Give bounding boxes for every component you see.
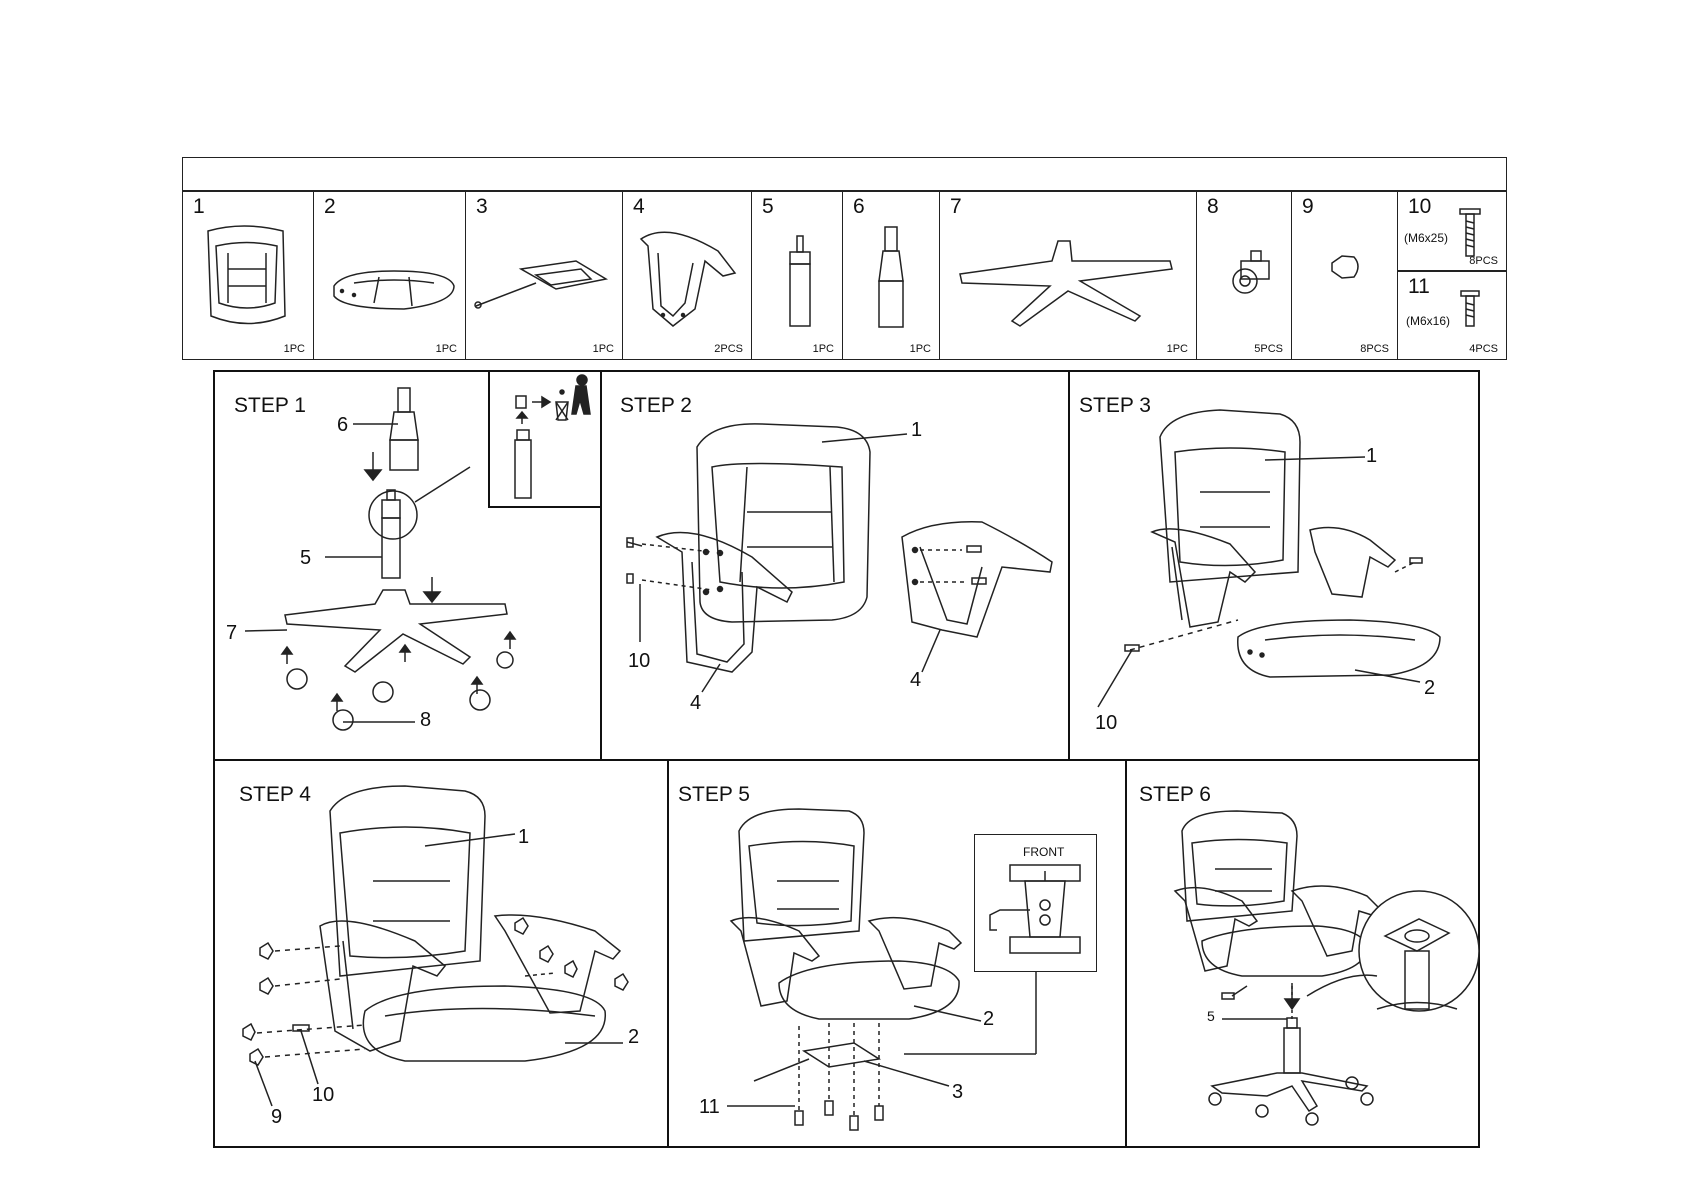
part-quantity: 8PCS (1360, 343, 1389, 355)
step-4-panel: STEP 4 1 2 10 9 (213, 759, 669, 1148)
step-6-diagram (1173, 810, 1480, 1126)
gas-lift-illustration (878, 226, 904, 328)
step-title: STEP 3 (1079, 394, 1151, 417)
part-number: 2 (324, 195, 336, 218)
part-cell-7: 7 1PC (939, 190, 1197, 360)
callout-1: 1 (518, 826, 530, 848)
backrest-illustration (207, 225, 286, 325)
step-6-panel: STEP 6 5 (1125, 759, 1480, 1148)
step-1-diagram (244, 387, 517, 731)
callout-5: 5 (300, 547, 312, 569)
callout-2: 2 (628, 1026, 640, 1048)
callout-1: 1 (911, 419, 923, 441)
part-cell-9: 9 8PCS (1291, 190, 1398, 360)
callout-4-right: 4 (910, 669, 922, 691)
step-title: STEP 2 (620, 394, 692, 417)
step-title: STEP 1 (234, 394, 306, 417)
cap-illustration (1331, 255, 1359, 279)
part-quantity: 1PC (435, 343, 457, 355)
armrest-illustration (639, 231, 737, 327)
mechanism-top-view-icon (989, 864, 1081, 954)
step-3-diagram (1097, 409, 1441, 708)
part-quantity: 1PC (592, 343, 614, 355)
gas-lift-cover-illustration (789, 235, 811, 327)
part-quantity: 1PC (1166, 343, 1188, 355)
callout-10: 10 (312, 1084, 335, 1106)
part-quantity: 5PCS (1254, 343, 1283, 355)
part-cell-2: 2 1PC (313, 190, 466, 360)
callout-2: 2 (1424, 677, 1436, 699)
callout-10: 10 (628, 650, 651, 672)
bolt-m6x25-icon (1459, 208, 1481, 257)
part-number: 9 (1302, 195, 1314, 218)
part-quantity: 1PC (909, 343, 931, 355)
step-title: STEP 5 (678, 783, 750, 806)
callout-3: 3 (952, 1081, 964, 1103)
parts-table-header (182, 157, 1507, 192)
callout-6: 6 (337, 414, 349, 436)
callout-8: 8 (420, 709, 432, 731)
step-title: STEP 4 (239, 783, 311, 806)
front-label: FRONT (1023, 845, 1065, 859)
part-cell-5: 5 1PC (751, 190, 843, 360)
part-quantity: 1PC (283, 343, 305, 355)
part-quantity: 8PCS (1469, 255, 1498, 267)
callout-5: 5 (1207, 1008, 1215, 1024)
callout-10: 10 (1095, 712, 1118, 734)
seat-illustration (333, 270, 455, 310)
part-number: 8 (1207, 195, 1219, 218)
step-5-panel: STEP 5 2 3 11 FRONT (667, 759, 1127, 1148)
part-number: 1 (193, 195, 205, 218)
step-5-diagram (727, 808, 1037, 1131)
step-2-diagram (626, 423, 1053, 693)
part-number: 6 (853, 195, 865, 218)
step-4-diagram (242, 785, 629, 1107)
part-cell-1: 1 1PC (182, 190, 314, 360)
part-cell-10: 10 (M6x25) 8PCS (1397, 190, 1507, 272)
part-quantity: 4PCS (1469, 343, 1498, 355)
step-title: STEP 6 (1139, 783, 1211, 806)
step-3-panel: STEP 3 1 2 10 (1068, 370, 1480, 761)
part-number: 10 (1408, 195, 1432, 218)
part-cell-3: 3 1PC (465, 190, 623, 360)
part-quantity: 1PC (812, 343, 834, 355)
tilt-mechanism-illustration (474, 260, 609, 309)
discard-cover-inset (514, 374, 591, 499)
part-number: 4 (633, 195, 645, 218)
front-orientation-inset: FRONT (974, 834, 1097, 972)
callout-4-left: 4 (690, 692, 702, 714)
callout-2: 2 (983, 1008, 995, 1030)
part-number: 7 (950, 195, 962, 218)
part-cell-6: 6 1PC (842, 190, 940, 360)
part-cell-8: 8 5PCS (1196, 190, 1292, 360)
five-star-base-illustration (959, 240, 1173, 327)
part-spec: (M6x16) (1406, 314, 1451, 328)
step-1-inset (488, 370, 602, 508)
callout-11: 11 (699, 1096, 720, 1118)
part-number: 11 (1408, 275, 1430, 298)
part-cell-4: 4 2PCS (622, 190, 752, 360)
step-2-panel: STEP 2 1 10 4 4 (600, 370, 1070, 761)
part-spec: (M6x25) (1404, 231, 1449, 245)
part-number: 3 (476, 195, 488, 218)
part-quantity: 2PCS (714, 343, 743, 355)
bolt-m6x16-icon (1460, 290, 1480, 327)
part-cell-11: 11 (M6x16) 4PCS (1397, 270, 1507, 360)
callout-9: 9 (271, 1106, 283, 1128)
part-number: 5 (762, 195, 774, 218)
callout-1: 1 (1366, 445, 1378, 467)
callout-7: 7 (226, 622, 238, 644)
caster-illustration (1232, 250, 1270, 294)
